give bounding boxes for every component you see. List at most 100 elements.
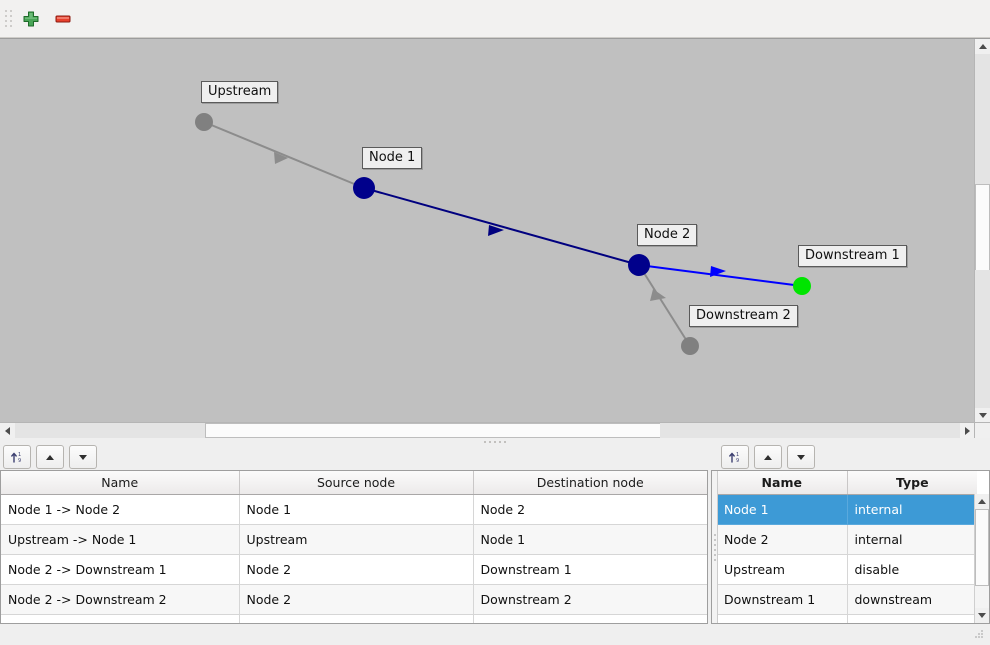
graph-node-node1[interactable] [353,177,375,199]
arrow-down-icon [79,454,87,460]
graph-node-downstream1[interactable] [793,277,811,295]
node-name: Node 2 [717,524,848,555]
edge-upstream-node1[interactable] [203,121,365,189]
edge-node2-downstream1[interactable] [638,264,803,287]
svg-text:1: 1 [736,452,739,458]
nodes-move-up-button[interactable] [754,445,782,469]
node-type: disable [847,554,977,585]
edges-move-down-button[interactable] [69,445,97,469]
canvas-horizontal-scrollbar[interactable] [0,422,975,438]
hscroll-thumb[interactable] [205,423,662,438]
main-toolbar [0,0,990,38]
edges-table-header-row: Name Source node Destination node [1,471,707,495]
graph-node-upstream[interactable] [195,113,213,131]
edge-node1-node2[interactable] [363,187,640,266]
graph-label-upstream[interactable]: Upstream [201,81,279,103]
chevron-up-icon [978,499,986,504]
toolbar-drag-handle[interactable] [3,8,14,30]
edges-table-empty-row [1,614,707,623]
nodes-table-wrap: Name Type Node 1 internal Node 2 interna… [711,470,990,624]
nodes-scroll-up-button[interactable] [975,494,989,509]
horizontal-splitter[interactable] [0,438,990,445]
table-row[interactable]: Upstream -> Node 1 Upstream Node 1 [1,524,707,555]
canvas-vertical-scrollbar[interactable] [974,39,990,423]
vscroll-track-upper[interactable] [975,54,990,184]
node-type: internal [847,524,977,555]
table-row[interactable]: Node 2 -> Downstream 1 Node 2 Downstream… [1,554,707,585]
graph-label-downstream1[interactable]: Downstream 1 [798,245,907,267]
edge-destination: Node 1 [473,524,707,555]
node-name: Node 1 [717,494,848,525]
vscroll-track-lower[interactable] [975,270,990,408]
edge-destination: Downstream 1 [473,554,707,585]
chevron-right-icon [965,426,970,435]
sort-ascending-icon: 1 9 [11,452,21,464]
edge-destination: Node 2 [473,494,707,525]
nodes-table-vertical-scrollbar[interactable] [974,494,989,623]
hscroll-track-left[interactable] [15,423,205,438]
scroll-up-button[interactable] [975,39,990,54]
edges-table[interactable]: Name Source node Destination node Node 1… [1,471,707,623]
window-resize-grip[interactable] [975,630,987,642]
graph-label-node2[interactable]: Node 2 [637,224,698,246]
edges-col-name[interactable]: Name [1,471,240,495]
hscroll-track-right[interactable] [660,423,960,438]
scroll-down-button[interactable] [975,408,990,423]
edge-source: Node 2 [239,584,474,615]
node-type: downstream [847,584,977,615]
node-name: Downstream 1 [717,584,848,615]
arrow-up-icon [764,454,772,460]
vscroll-thumb[interactable] [975,184,990,272]
scroll-left-button[interactable] [0,423,15,438]
chevron-down-icon [978,613,986,618]
table-row[interactable]: Upstream disable [717,554,977,585]
edges-sort-button[interactable]: 1 9 [3,445,31,469]
edges-col-destination[interactable]: Destination node [473,471,707,495]
nodes-scroll-down-button[interactable] [975,608,989,623]
nodes-table-header-row: Name Type [717,471,977,495]
nodes-move-down-button[interactable] [787,445,815,469]
table-row[interactable]: Node 1 internal [717,494,977,525]
table-row[interactable]: Node 2 -> Downstream 2 Node 2 Downstream… [1,584,707,615]
scrollbar-corner [974,422,990,438]
nodes-table-empty-row [717,614,977,623]
edge-source: Upstream [239,524,474,555]
graph-node-downstream2[interactable] [681,337,699,355]
edge-destination: Downstream 2 [473,584,707,615]
graph-canvas-frame: Upstream Node 1 Node 2 Downstream 1 Down… [0,38,990,438]
svg-text:1: 1 [18,452,21,458]
arrow-up-icon [46,454,54,460]
add-node-button[interactable] [16,5,46,33]
chevron-down-icon [978,413,987,418]
nodes-col-type[interactable]: Type [847,471,977,495]
edge-name: Upstream -> Node 1 [1,524,240,555]
chevron-left-icon [5,426,10,435]
graph-svg [195,113,811,355]
nodes-pane-grip[interactable] [712,471,718,623]
svg-text:9: 9 [18,458,21,464]
table-row[interactable]: Downstream 1 downstream [717,584,977,615]
plus-icon [23,11,39,26]
scroll-right-button[interactable] [960,423,975,438]
edges-move-up-button[interactable] [36,445,64,469]
graph-node-node2[interactable] [628,254,650,276]
graph-label-downstream2[interactable]: Downstream 2 [689,305,798,327]
edge-source: Node 1 [239,494,474,525]
table-row[interactable]: Node 1 -> Node 2 Node 1 Node 2 [1,494,707,525]
nodes-sort-button[interactable]: 1 9 [721,445,749,469]
arrow-down-icon [797,454,805,460]
nodes-table[interactable]: Name Type Node 1 internal Node 2 interna… [717,471,977,623]
nodes-toolbar: 1 9 [711,444,990,470]
edges-col-source[interactable]: Source node [239,471,474,495]
graph-view[interactable]: Upstream Node 1 Node 2 Downstream 1 Down… [0,39,975,423]
graph-label-node1[interactable]: Node 1 [362,147,423,169]
nodes-vscroll-thumb[interactable] [975,509,989,586]
chevron-up-icon [978,44,987,49]
remove-node-button[interactable] [48,5,78,33]
table-row[interactable]: Node 2 internal [717,524,977,555]
nodes-col-name[interactable]: Name [717,471,848,495]
edge-node2-downstream2[interactable] [638,264,691,347]
edges-table-wrap: Name Source node Destination node Node 1… [0,470,708,624]
sort-ascending-icon: 1 9 [729,452,739,464]
